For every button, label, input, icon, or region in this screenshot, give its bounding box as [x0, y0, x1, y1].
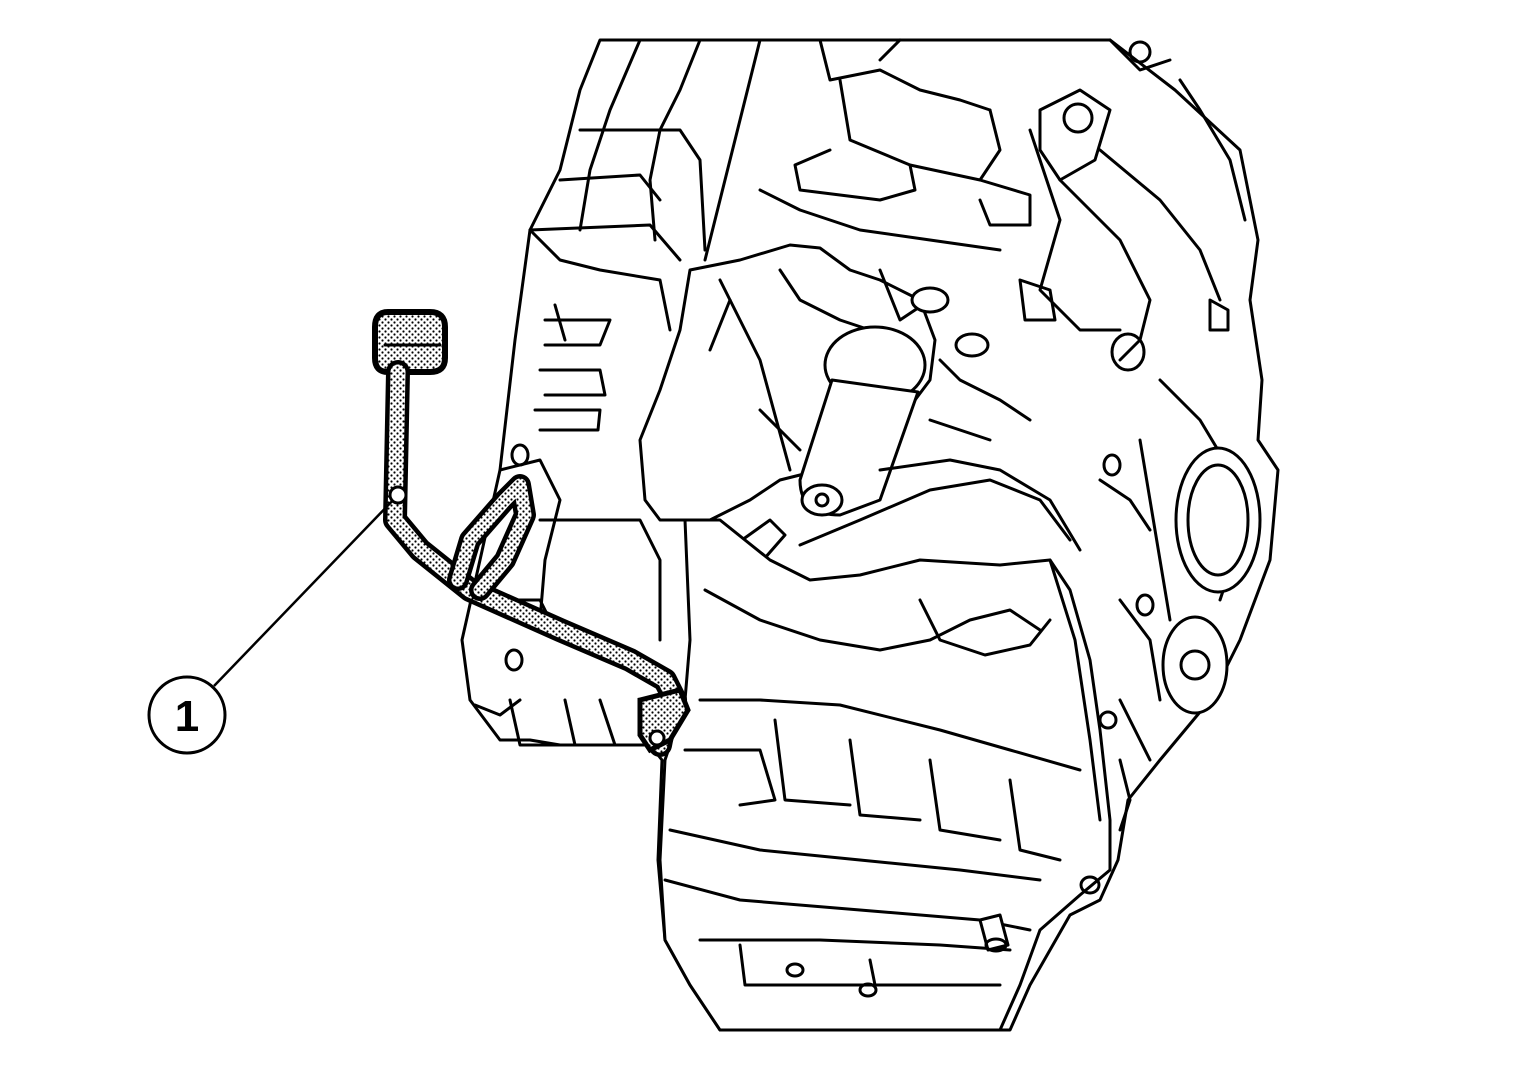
callout-1-dot — [388, 485, 408, 505]
transmission-housing — [460, 38, 1280, 1032]
callout-1: 1 — [147, 485, 408, 755]
callout-1-part — [372, 309, 691, 757]
callout-1-leader — [213, 494, 399, 687]
callout-1-label: 1 — [175, 692, 199, 741]
callout-1-circle — [147, 675, 227, 755]
